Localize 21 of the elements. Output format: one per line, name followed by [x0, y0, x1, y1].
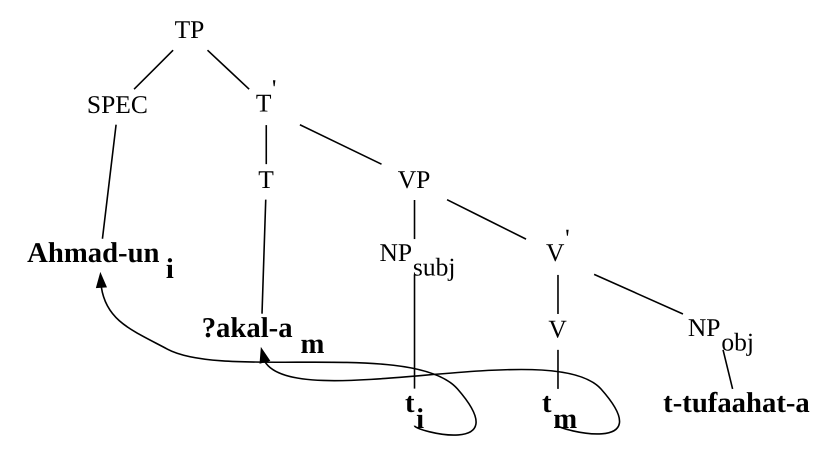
arrow [96, 272, 477, 436]
connector [557, 350, 559, 389]
node-text: SPEC [86, 90, 148, 119]
node-text: V [548, 314, 567, 344]
connector [134, 50, 174, 90]
node-text: t-tufaahat-a [663, 386, 810, 419]
connector [594, 274, 684, 315]
connector [414, 200, 416, 240]
connector [557, 274, 559, 314]
node-text: TP [174, 15, 204, 44]
connector [446, 198, 526, 240]
connector [265, 125, 268, 164]
connector [300, 124, 382, 165]
arrow [260, 346, 620, 435]
connector [722, 350, 734, 390]
node-text: VP [398, 164, 430, 194]
connector [102, 124, 117, 239]
connector [261, 200, 267, 314]
node-text: T [258, 164, 274, 194]
connector [414, 274, 416, 389]
connector [206, 50, 250, 90]
